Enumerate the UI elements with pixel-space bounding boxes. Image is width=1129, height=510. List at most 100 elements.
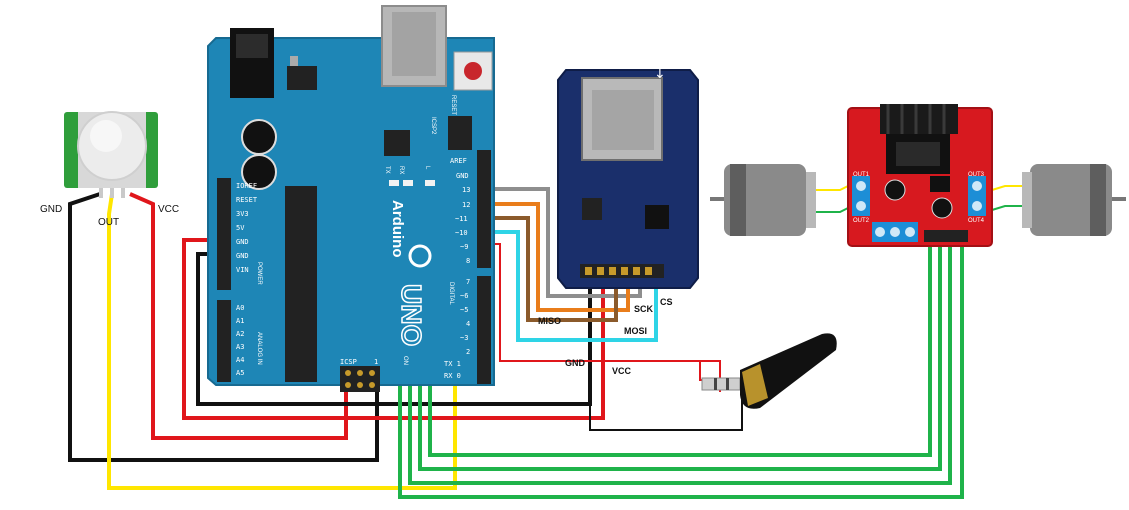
- motor-left: [710, 164, 816, 236]
- analog-pin-a1: A1: [236, 317, 244, 325]
- motor-right-shaft: [1112, 197, 1126, 201]
- driver-cap-2: [931, 197, 953, 219]
- sd-card-slot-inner: [592, 90, 654, 150]
- power-pin-5v: 5V: [236, 224, 245, 232]
- sd-card-module: ↓ MISO SCK CS MOSI: [538, 66, 699, 336]
- jack-gnd-label: GND: [565, 358, 586, 368]
- capacitor-1: [241, 119, 277, 155]
- analog-header: [217, 300, 231, 382]
- wire-gnd: [196, 252, 592, 406]
- jack-ring-2: [726, 378, 729, 390]
- wire-jack-vcc-2: [699, 361, 715, 381]
- pir-gnd-label: GND: [40, 204, 62, 215]
- power-header-title: POWER: [256, 262, 262, 285]
- icsp-pin1-label: 1: [374, 358, 378, 366]
- regulator-tab: [290, 56, 298, 66]
- driver-out2-label: OUT2: [853, 218, 870, 224]
- wires: [68, 183, 1025, 499]
- analog-pin-labels: A0 A1 A2 A3 A4 A5: [236, 304, 244, 377]
- icsp-header: [340, 366, 380, 392]
- terminal-out4-screw[interactable]: [972, 201, 982, 211]
- wire-motor-right-2: [991, 205, 1025, 211]
- digital-pin-2: 2: [466, 348, 470, 356]
- wire-motor-left-2: [815, 205, 853, 213]
- digital-pin-rx: RX 0: [444, 372, 461, 380]
- on-label: ON: [402, 356, 408, 365]
- digital-pin-5: ~5: [460, 306, 468, 314]
- power-pin-reset: RESET: [236, 196, 258, 204]
- sd-sck-label: SCK: [634, 304, 654, 314]
- pir-vcc-label: VCC: [158, 204, 179, 215]
- power-header: [217, 178, 231, 290]
- driver-heatsink: [880, 104, 958, 134]
- icsp2-label: ICSP2: [430, 117, 436, 135]
- wire-motor-left-1: [815, 183, 853, 191]
- icsp-label: ICSP: [340, 358, 357, 366]
- wire-pir-gnd: [68, 192, 379, 462]
- rx-label: RX: [398, 166, 404, 174]
- jack-gold-collar: [742, 364, 768, 406]
- sd-arrow-icon: ↓: [654, 66, 666, 82]
- tx-led: [389, 180, 399, 186]
- analog-pin-a4: A4: [236, 356, 244, 364]
- digital-bottom-pin-labels: 7 ~6 ~5 4 ~3 2 TX 1 RX 0: [444, 278, 470, 380]
- arduino-logo-text: Arduino: [389, 200, 406, 258]
- power-pin-ioref: IOREF: [236, 182, 257, 190]
- arduino-pcb: [207, 37, 495, 386]
- wire-miso: [483, 202, 630, 312]
- terminal-gnd-screw[interactable]: [890, 227, 900, 237]
- voltage-regulator: [287, 66, 317, 90]
- driver-regulator: [930, 176, 950, 192]
- analog-header-title: ANALOG IN: [256, 332, 262, 365]
- wire-jack-vcc: [487, 243, 721, 392]
- pir-pin-right: [121, 188, 125, 198]
- analog-pin-a2: A2: [236, 330, 244, 338]
- reset-label: RESET: [450, 95, 456, 115]
- reset-button-cap[interactable]: [464, 62, 482, 80]
- jack-ring: [714, 378, 717, 390]
- digital-header-top: [477, 150, 491, 268]
- digital-pin-13: 13: [462, 186, 470, 194]
- digital-pin-tx: TX 1: [444, 360, 461, 368]
- arduino-infinity-icon: [408, 244, 432, 268]
- usb-chip: [384, 130, 410, 156]
- motor-driver: OUT1 OUT2 OUT3 OUT4: [847, 104, 993, 247]
- driver-out3-label: OUT3: [968, 172, 985, 178]
- terminal-out2-screw[interactable]: [856, 201, 866, 211]
- driver-cap-1: [884, 179, 906, 201]
- motor-right-cap: [1022, 172, 1032, 228]
- digital-header-bottom: [477, 276, 491, 384]
- digital-pin-11: ~11: [455, 215, 468, 223]
- capacitor-2: [241, 154, 277, 190]
- digital-pin-3: ~3: [460, 334, 468, 342]
- driver-ic-label-area: [896, 142, 940, 166]
- terminal-out1-screw[interactable]: [856, 181, 866, 191]
- uno-text: UNO: [396, 284, 427, 346]
- terminal-5v-screw[interactable]: [905, 227, 915, 237]
- audio-jack: GND VCC: [565, 333, 837, 409]
- terminal-out3-screw[interactable]: [972, 181, 982, 191]
- motor-left-shaft: [710, 197, 724, 201]
- digital-pin-9: ~9: [460, 243, 468, 251]
- analog-pin-a0: A0: [236, 304, 244, 312]
- jack-vcc-label: VCC: [612, 366, 632, 376]
- l-led: [425, 180, 435, 186]
- terminal-12v-screw[interactable]: [875, 227, 885, 237]
- digital-pin-10: ~10: [455, 229, 468, 237]
- power-pin-vin: VIN: [236, 266, 249, 274]
- digital-pin-6: ~6: [460, 292, 468, 300]
- power-pin-gnd2: GND: [236, 252, 249, 260]
- pir-pin-left: [99, 188, 103, 198]
- usb-inner: [392, 12, 436, 76]
- power-pin-gnd1: GND: [236, 238, 249, 246]
- pir-sensor: GND OUT VCC: [40, 111, 179, 228]
- wire-motor-right-1: [991, 185, 1025, 191]
- pir-dome-highlight: [90, 120, 122, 152]
- motor-left-cap: [806, 172, 816, 228]
- digital-pin-12: 12: [462, 201, 470, 209]
- sd-cs-label: CS: [660, 297, 673, 307]
- wire-cs: [483, 230, 658, 342]
- jack-plug-tip: [701, 377, 741, 391]
- power-pin-labels: IOREF RESET 3V3 5V GND GND VIN: [236, 182, 258, 274]
